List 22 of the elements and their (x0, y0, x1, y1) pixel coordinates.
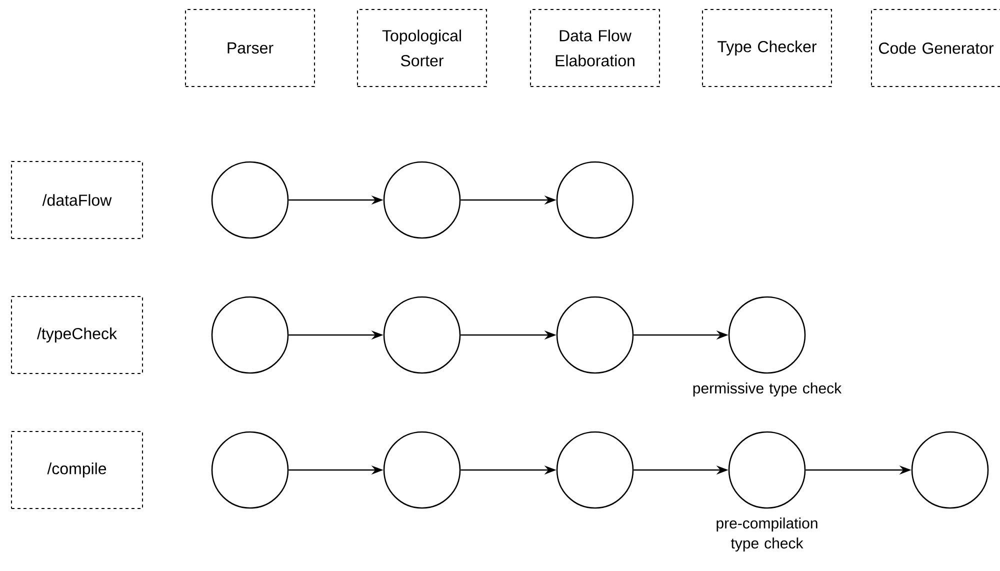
circle-node (728, 296, 806, 374)
circle-node (383, 431, 461, 509)
circle-node (211, 296, 289, 374)
circle-node (211, 431, 289, 509)
stage-box: Parser (185, 9, 315, 87)
circle-node (556, 161, 634, 239)
node-label: permissive type check (693, 382, 842, 397)
node-label: pre-compilation type check (716, 518, 818, 552)
circle-node (556, 296, 634, 374)
circle-node (728, 431, 806, 509)
circle-node (911, 431, 989, 509)
stage-box: Code Generator (871, 9, 1000, 87)
stage-box: Data Flow Elaboration (530, 9, 660, 87)
command-box: /dataFlow (11, 161, 143, 239)
circle-node (383, 161, 461, 239)
stage-box: Topological Sorter (357, 9, 487, 87)
command-box: /typeCheck (11, 296, 143, 374)
circle-node (383, 296, 461, 374)
command-box: /compile (11, 431, 143, 509)
stage-box: Type Checker (702, 9, 832, 87)
circle-node (211, 161, 289, 239)
circle-node (556, 431, 634, 509)
